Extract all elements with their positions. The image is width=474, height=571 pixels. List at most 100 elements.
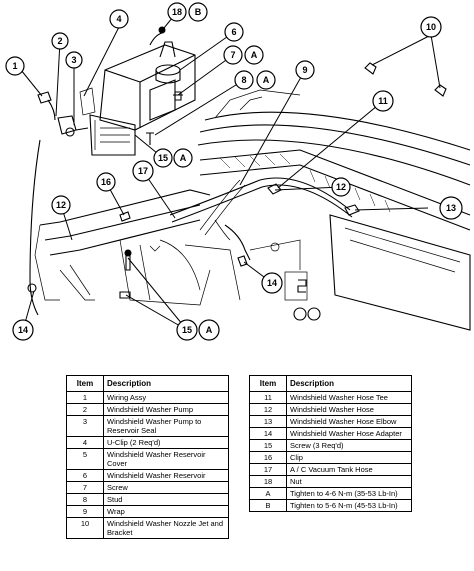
item-description: U-Clip (2 Req'd)	[103, 436, 229, 449]
item-number: 8	[66, 493, 104, 506]
item-description: Screw	[103, 481, 229, 494]
svg-text:15: 15	[158, 153, 168, 163]
svg-text:8: 8	[241, 75, 246, 85]
item-description: Windshield Washer Nozzle Jet and Bracket	[103, 517, 229, 539]
callout-3: 3	[65, 51, 83, 69]
svg-text:18: 18	[172, 7, 182, 17]
callout-1: 1	[5, 56, 25, 76]
item-number: 6	[66, 469, 104, 482]
svg-text:3: 3	[71, 55, 76, 65]
callout-17: 17	[132, 160, 154, 182]
item-number: 12	[249, 403, 287, 416]
callout-4: 4	[109, 9, 129, 29]
svg-text:13: 13	[446, 203, 456, 213]
item-description: Nut	[286, 475, 412, 488]
svg-text:12: 12	[56, 200, 66, 210]
svg-text:16: 16	[101, 177, 111, 187]
item-description: A / C Vacuum Tank Hose	[286, 463, 412, 476]
callout-14-center: 14	[261, 272, 283, 294]
item-number: 10	[66, 517, 104, 539]
svg-text:11: 11	[378, 96, 388, 106]
callout-2: 2	[51, 32, 69, 50]
svg-text:2: 2	[57, 36, 62, 46]
svg-text:4: 4	[116, 14, 121, 24]
svg-text:17: 17	[138, 166, 148, 176]
item-number: 2	[66, 403, 104, 416]
item-number: 14	[249, 427, 287, 440]
svg-text:1: 1	[12, 61, 17, 71]
item-number: 11	[249, 391, 287, 404]
svg-text:15: 15	[182, 325, 192, 335]
callout-7: 7	[223, 45, 243, 65]
item-number: 3	[66, 415, 104, 437]
item-description: Windshield Washer Pump	[103, 403, 229, 416]
item-number: 4	[66, 436, 104, 449]
column-header-item: Item	[66, 375, 104, 392]
callout-11: 11	[372, 90, 394, 112]
washer-nozzle	[267, 62, 447, 216]
svg-text:14: 14	[267, 278, 277, 288]
table-header-row: Item Description	[249, 375, 412, 392]
table-header-row: Item Description	[66, 375, 229, 392]
item-number: 13	[249, 415, 287, 428]
item-description: Windshield Washer Hose Adapter	[286, 427, 412, 440]
item-description: Windshield Washer Reservoir	[103, 469, 229, 482]
column-header-description: Description	[103, 375, 229, 392]
callout-18: 18	[167, 2, 187, 22]
callout-9: 9	[295, 60, 315, 80]
svg-text:A: A	[251, 50, 258, 60]
item-number: 9	[66, 505, 104, 518]
callout-10: 10	[420, 16, 442, 38]
item-description: Tighten to 5-6 N-m (45-53 Lb-In)	[286, 499, 412, 512]
item-number: A	[249, 487, 287, 500]
item-description: Windshield Washer Hose	[286, 403, 412, 416]
svg-text:6: 6	[231, 27, 236, 37]
washer-reservoir	[29, 26, 196, 316]
item-description: Windshield Washer Hose Tee	[286, 391, 412, 404]
item-description: Stud	[103, 493, 229, 506]
item-number: 18	[249, 475, 287, 488]
item-number: 15	[249, 439, 287, 452]
item-description: Wiring Assy	[103, 391, 229, 404]
callout-12-left: 12	[51, 195, 71, 215]
item-number: 5	[66, 448, 104, 470]
item-description: Windshield Washer Reservoir Cover	[103, 448, 229, 470]
callout-8: 8	[234, 70, 254, 90]
item-description: Clip	[286, 451, 412, 464]
callout-16: 16	[96, 172, 116, 192]
vehicle-body-outline	[34, 89, 471, 331]
callout-15-bottom: 15	[176, 319, 198, 341]
callout-6: 6	[224, 22, 244, 42]
svg-text:12: 12	[336, 182, 346, 192]
exploded-parts-diagram: 1 2 3 4 18 B 6 7 A 8 A 9 10 11 15 A 16 1…	[5, 2, 471, 341]
item-description: Wrap	[103, 505, 229, 518]
callout-12-right: 12	[331, 177, 351, 197]
item-number: 1	[66, 391, 104, 404]
svg-text:A: A	[263, 75, 270, 85]
item-description: Windshield Washer Pump to Reservoir Seal	[103, 415, 229, 437]
callout-15-top: 15	[153, 148, 173, 168]
callout-13: 13	[439, 196, 463, 220]
svg-text:9: 9	[302, 65, 307, 75]
item-number: B	[249, 499, 287, 512]
svg-text:A: A	[180, 153, 187, 163]
